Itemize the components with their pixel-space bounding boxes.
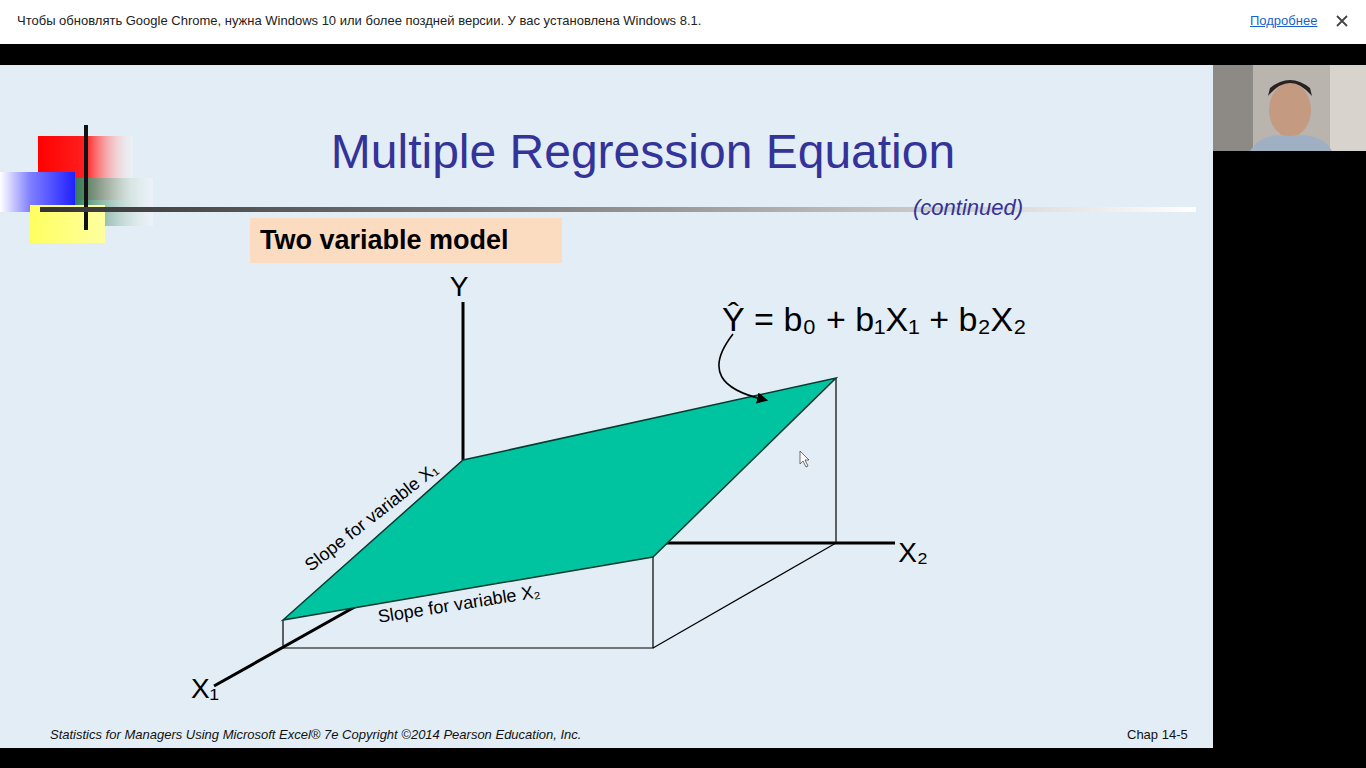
model-label-box: Two variable model: [250, 218, 562, 263]
axis-label: X₁: [191, 673, 219, 705]
webcam-wall: [1330, 65, 1366, 151]
box-text: Two variable model: [260, 225, 552, 256]
mouse-cursor: [800, 451, 809, 467]
logo-bar: [84, 125, 88, 230]
axis-label: Y: [450, 271, 469, 303]
regression-equation: Ŷ = b₀ + b₁X₁ + b₂X₂: [722, 300, 1026, 339]
webcam-shadow: [1213, 65, 1253, 151]
webcam-shirt: [1250, 135, 1332, 151]
notification-text: Чтобы обновлять Google Chrome, нужна Win…: [17, 14, 701, 29]
footer-copyright: Statistics for Managers Using Microsoft …: [50, 728, 581, 743]
close-icon: [1337, 16, 1347, 26]
regression-plane-figure: [214, 302, 895, 686]
slide-number: Chap 14-5: [1127, 728, 1188, 743]
webcam-frame: [1213, 65, 1366, 151]
webcam-face: [1269, 83, 1311, 137]
webcam-hair: [1268, 80, 1312, 96]
notification-bar: [0, 0, 1366, 44]
continued-note: (continued): [913, 195, 1023, 220]
axis-label: X₂: [898, 537, 928, 569]
slide-title: Multiple Regression Equation: [0, 124, 1286, 179]
notification-link: Подробнее: [1250, 14, 1317, 29]
